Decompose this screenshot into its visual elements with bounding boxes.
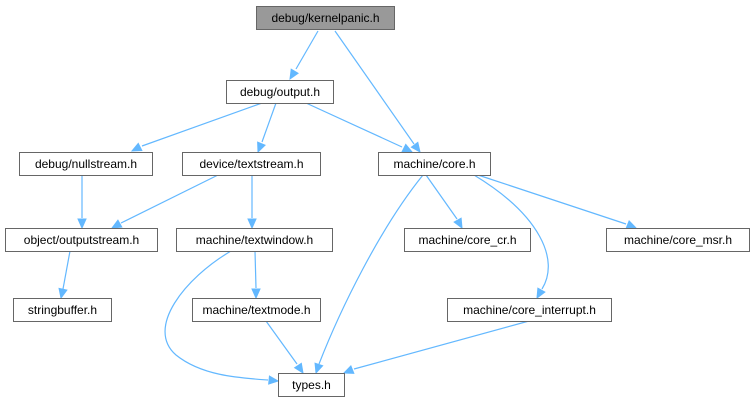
edge-arrowhead bbox=[625, 220, 638, 229]
node-textstream[interactable]: device/textstream.h bbox=[182, 152, 321, 176]
node-label: machine/core_cr.h bbox=[418, 233, 516, 247]
node-kernelpanic[interactable]: debug/kernelpanic.h bbox=[256, 6, 395, 30]
edge-core-to-core_interrupt bbox=[473, 174, 549, 300]
edge-arrowhead bbox=[401, 143, 414, 153]
node-textwindow[interactable]: machine/textwindow.h bbox=[176, 228, 333, 252]
edge-arrowhead bbox=[247, 218, 257, 230]
edge-arrowhead bbox=[293, 362, 304, 375]
edge-line bbox=[62, 250, 71, 290]
node-box bbox=[447, 298, 612, 322]
edge-line bbox=[261, 102, 277, 143]
edge-line bbox=[120, 174, 219, 224]
nodes-layer: debug/kernelpanic.h debug/output.h debug/n… bbox=[5, 6, 750, 397]
edge-textstream-to-outputstream bbox=[110, 174, 219, 229]
node-textmode[interactable]: machine/textmode.h bbox=[192, 298, 321, 322]
edge-output-to-textstream bbox=[257, 102, 277, 154]
edge-line bbox=[318, 174, 424, 365]
edge-line bbox=[334, 30, 415, 145]
edge-arrowhead bbox=[314, 362, 324, 375]
node-core[interactable]: machine/core.h bbox=[378, 152, 491, 176]
edge-line bbox=[141, 102, 263, 147]
edge-arrowhead bbox=[268, 375, 280, 385]
edge-arrowhead bbox=[58, 287, 68, 300]
node-box bbox=[176, 228, 333, 252]
node-outputstream[interactable]: object/outputstream.h bbox=[5, 228, 158, 252]
edge-arrowhead bbox=[130, 142, 143, 152]
node-types[interactable]: types.h bbox=[278, 373, 345, 397]
edge-nullstream-to-outputstream bbox=[77, 175, 87, 230]
node-output[interactable]: debug/output.h bbox=[226, 80, 334, 104]
node-box bbox=[378, 152, 491, 176]
node-core-interrupt[interactable]: machine/core_interrupt.h bbox=[447, 298, 612, 322]
node-label: machine/textwindow.h bbox=[196, 233, 313, 247]
node-box bbox=[19, 152, 153, 176]
edge-textwindow-to-textmode bbox=[251, 250, 261, 300]
edge-line bbox=[305, 102, 403, 148]
node-label: machine/core_msr.h bbox=[624, 233, 732, 247]
node-box bbox=[404, 228, 531, 252]
edge-line bbox=[295, 30, 319, 70]
edges-layer bbox=[58, 30, 638, 385]
edge-output-to-core bbox=[305, 102, 414, 153]
node-box bbox=[182, 152, 321, 176]
edge-textmode-to-types bbox=[265, 320, 304, 375]
node-box bbox=[226, 80, 334, 104]
node-nullstream[interactable]: debug/nullstream.h bbox=[19, 152, 153, 176]
node-label: object/outputstream.h bbox=[24, 233, 139, 247]
node-label: debug/kernelpanic.h bbox=[271, 11, 379, 25]
edge-line bbox=[425, 174, 458, 220]
node-label: debug/nullstream.h bbox=[35, 157, 137, 171]
edge-arrowhead bbox=[77, 218, 87, 230]
node-label: device/textstream.h bbox=[199, 157, 303, 171]
node-label: machine/textmode.h bbox=[202, 303, 310, 317]
edge-core_interrupt-to-types bbox=[342, 320, 530, 374]
edge-line bbox=[477, 174, 627, 225]
node-label: types.h bbox=[292, 378, 331, 392]
node-box bbox=[256, 6, 395, 30]
node-label: stringbuffer.h bbox=[28, 303, 97, 317]
edge-line bbox=[265, 320, 298, 365]
edge-arrowhead bbox=[410, 141, 421, 153]
edge-arrowhead bbox=[453, 217, 463, 230]
edge-arrowhead bbox=[110, 219, 123, 229]
edge-textstream-to-textwindow bbox=[247, 175, 257, 230]
edge-outputstream-to-stringbuffer bbox=[58, 250, 71, 300]
edge-core-to-core_cr bbox=[425, 174, 463, 230]
edge-kernelpanic-to-core bbox=[334, 30, 421, 153]
edge-arrowhead bbox=[342, 365, 355, 374]
node-core-cr[interactable]: machine/core_cr.h bbox=[404, 228, 531, 252]
edge-arrowhead bbox=[257, 141, 266, 154]
edge-arrowhead bbox=[536, 287, 546, 300]
node-box bbox=[278, 373, 345, 397]
edge-kernelpanic-to-output bbox=[289, 30, 319, 81]
edge-textwindow-to-types bbox=[164, 250, 280, 385]
edge-output-to-nullstream bbox=[130, 102, 263, 152]
node-core-msr[interactable]: machine/core_msr.h bbox=[606, 228, 750, 252]
node-box bbox=[606, 228, 750, 252]
node-box bbox=[13, 298, 112, 322]
edge-core-to-core_msr bbox=[477, 174, 638, 229]
node-stringbuffer[interactable]: stringbuffer.h bbox=[13, 298, 112, 322]
edge-arrowhead bbox=[251, 288, 261, 300]
edge-line bbox=[353, 320, 530, 370]
edge-line bbox=[254, 250, 257, 289]
node-label: machine/core_interrupt.h bbox=[463, 303, 596, 317]
node-label: machine/core.h bbox=[393, 157, 475, 171]
node-box bbox=[192, 298, 321, 322]
edge-arrowhead bbox=[289, 68, 299, 81]
node-label: debug/output.h bbox=[240, 85, 320, 99]
edge-line bbox=[473, 174, 549, 290]
edge-core-to-types bbox=[314, 174, 424, 375]
node-box bbox=[5, 228, 158, 252]
edge-line bbox=[164, 250, 269, 381]
